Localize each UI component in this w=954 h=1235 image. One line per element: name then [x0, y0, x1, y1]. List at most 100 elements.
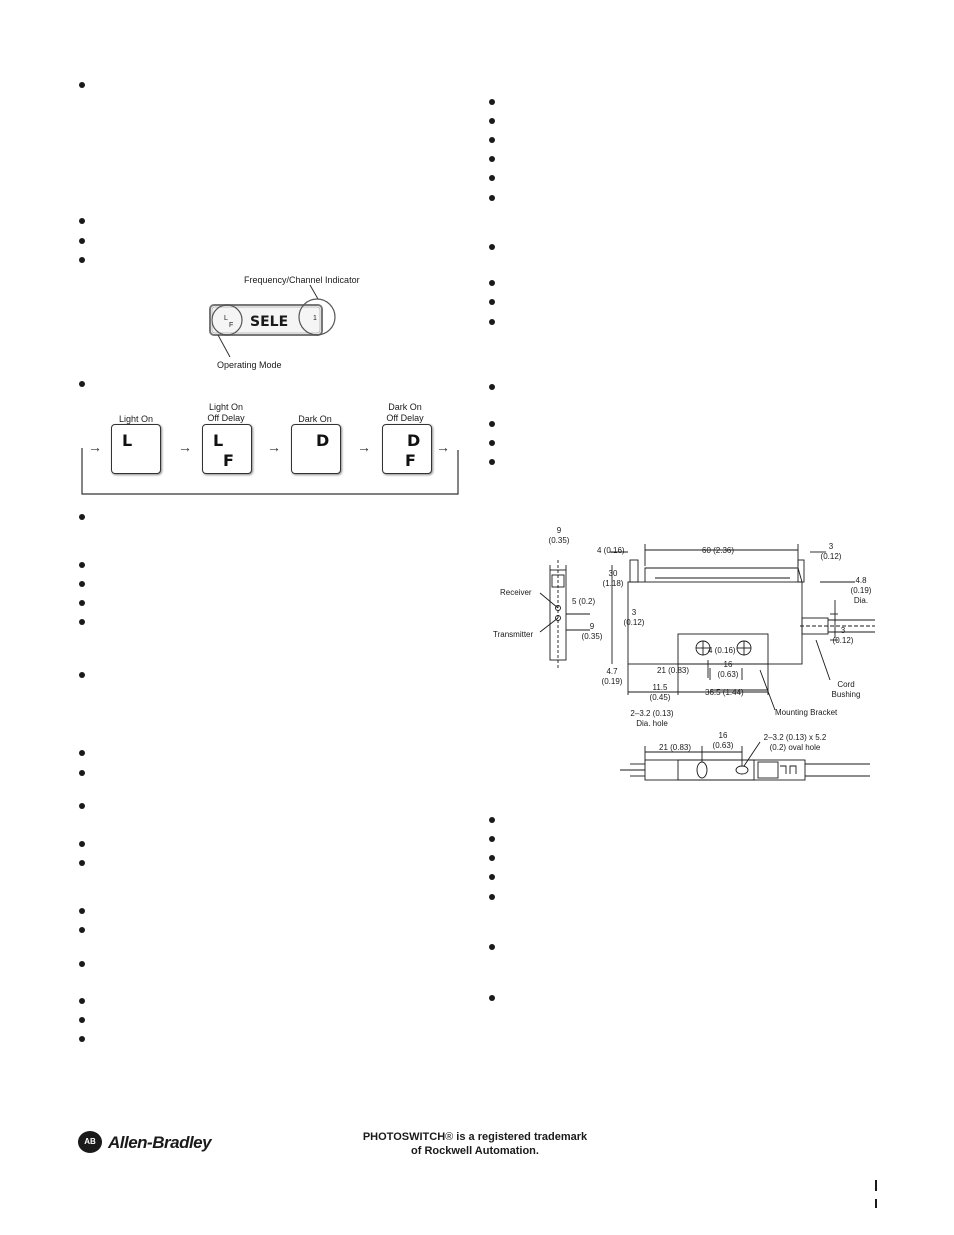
dim-bottom-pos: 21 (0.83): [659, 743, 692, 752]
dim-step: 3(0.12): [623, 608, 645, 627]
cycle-arrow: →: [267, 439, 281, 455]
label-transmitter: Transmitter: [493, 630, 534, 639]
key-bottom-letter: F: [223, 451, 234, 470]
list-bullet: [489, 855, 495, 861]
key-top-letter: D: [407, 431, 421, 450]
dim-bracket-length: 36.5 (1.44): [705, 688, 744, 697]
list-bullet: [489, 384, 495, 390]
dim-base-step: 4.7(0.19): [601, 667, 623, 686]
list-bullet: [79, 82, 85, 88]
list-bullet: [79, 562, 85, 568]
key-top-letter: L: [122, 431, 133, 450]
list-bullet: [489, 137, 495, 143]
dim-oval-hole: 2–3.2 (0.13) x 5.2(0.2) oval hole: [763, 733, 827, 752]
dimension-drawing: [539, 544, 875, 781]
dim-lens-height: 9(0.35): [581, 622, 603, 641]
cycle-arrow: →: [88, 439, 102, 455]
dim-bracket-left: 11.5(0.45): [649, 683, 671, 702]
operating-mode-label: Operating Mode: [217, 360, 282, 370]
list-bullet: [489, 244, 495, 250]
list-bullet: [79, 218, 85, 224]
list-bullet: [79, 803, 85, 809]
dim-holes: 2–3.2 (0.13)Dia. hole: [630, 709, 674, 728]
mode-key-dark-on: D: [291, 424, 341, 474]
key-bottom-letter: F: [405, 451, 416, 470]
list-bullet: [79, 1036, 85, 1042]
page-edge-mark: [875, 1180, 877, 1191]
dim-bottom-spacing: 16(0.63): [712, 731, 734, 750]
list-bullet: [489, 118, 495, 124]
dim-hole-spacing: 16(0.63): [717, 660, 739, 679]
key-top-letter: D: [316, 431, 330, 450]
mode-small-bottom: F: [229, 322, 234, 329]
list-bullet: [489, 195, 495, 201]
allen-bradley-logo: Allen-Bradley: [108, 1133, 212, 1152]
dim-height: 30(1.18): [602, 569, 624, 588]
list-bullet: [489, 817, 495, 823]
mode-key-dark-on-off-delay: D F: [382, 424, 432, 474]
list-bullet: [79, 908, 85, 914]
list-bullet: [489, 944, 495, 950]
display-text: SELE: [250, 314, 289, 330]
list-bullet: [489, 440, 495, 446]
list-bullet: [79, 961, 85, 967]
allen-bradley-badge-icon: AB: [78, 1131, 102, 1153]
dim-offset-right: 3(0.12): [820, 542, 842, 561]
mode-key-light-on: L: [111, 424, 161, 474]
key-top-letter: L: [213, 431, 224, 450]
page-edge-mark: [875, 1199, 877, 1208]
list-bullet: [489, 894, 495, 900]
list-bullet: [79, 998, 85, 1004]
list-bullet: [489, 175, 495, 181]
dim-cord-offset: 3(0.12): [832, 626, 854, 645]
dim-hole-offset: 4 (0.16): [708, 646, 736, 655]
list-bullet: [489, 299, 495, 305]
mode-cycle-loop: [81, 448, 459, 495]
dim-length: 60 (2.36): [702, 546, 735, 555]
indicator-display-drawing: [209, 284, 336, 358]
list-bullet: [79, 514, 85, 520]
dim-lens-spacing: 5 (0.2): [572, 597, 596, 606]
mode-key-light-on-off-delay: L F: [202, 424, 252, 474]
list-bullet: [79, 257, 85, 263]
mode-label-light-on: Light On: [118, 414, 154, 424]
dim-cord-dia: 4.8(0.19)Dia.: [850, 576, 872, 605]
list-bullet: [79, 600, 85, 606]
list-bullet: [79, 770, 85, 776]
list-bullet: [79, 927, 85, 933]
list-bullet: [489, 459, 495, 465]
list-bullet: [79, 672, 85, 678]
list-bullet: [79, 1017, 85, 1023]
cycle-arrow: →: [178, 439, 192, 455]
trademark-notice: PHOTOSWITCH® is a registered trademark o…: [362, 1131, 588, 1157]
list-bullet: [79, 581, 85, 587]
frequency-channel-label: Frequency/Channel Indicator: [244, 275, 360, 285]
list-bullet: [489, 836, 495, 842]
list-bullet: [489, 99, 495, 105]
list-bullet: [489, 874, 495, 880]
cycle-arrow: →: [436, 439, 450, 455]
dim-bracket-pos: 21 (0.83): [657, 666, 690, 675]
list-bullet: [79, 841, 85, 847]
list-bullet: [489, 995, 495, 1001]
list-bullet: [79, 381, 85, 387]
list-bullet: [489, 156, 495, 162]
cycle-arrow: →: [357, 439, 371, 455]
list-bullet: [489, 319, 495, 325]
dim-offset-left: 4 (0.16): [597, 546, 625, 555]
dim-top-width: 9(0.35): [548, 526, 570, 545]
list-bullet: [79, 750, 85, 756]
mode-small-top: L: [224, 315, 228, 322]
list-bullet: [79, 860, 85, 866]
list-bullet: [489, 421, 495, 427]
mode-label-dark-on: Dark On: [298, 414, 332, 424]
list-bullet: [79, 238, 85, 244]
list-bullet: [79, 619, 85, 625]
channel-digit: 1: [313, 315, 317, 322]
label-mounting-bracket: Mounting Bracket: [775, 708, 838, 717]
label-receiver: Receiver: [500, 588, 532, 597]
registered-mark: ®: [445, 1131, 454, 1143]
